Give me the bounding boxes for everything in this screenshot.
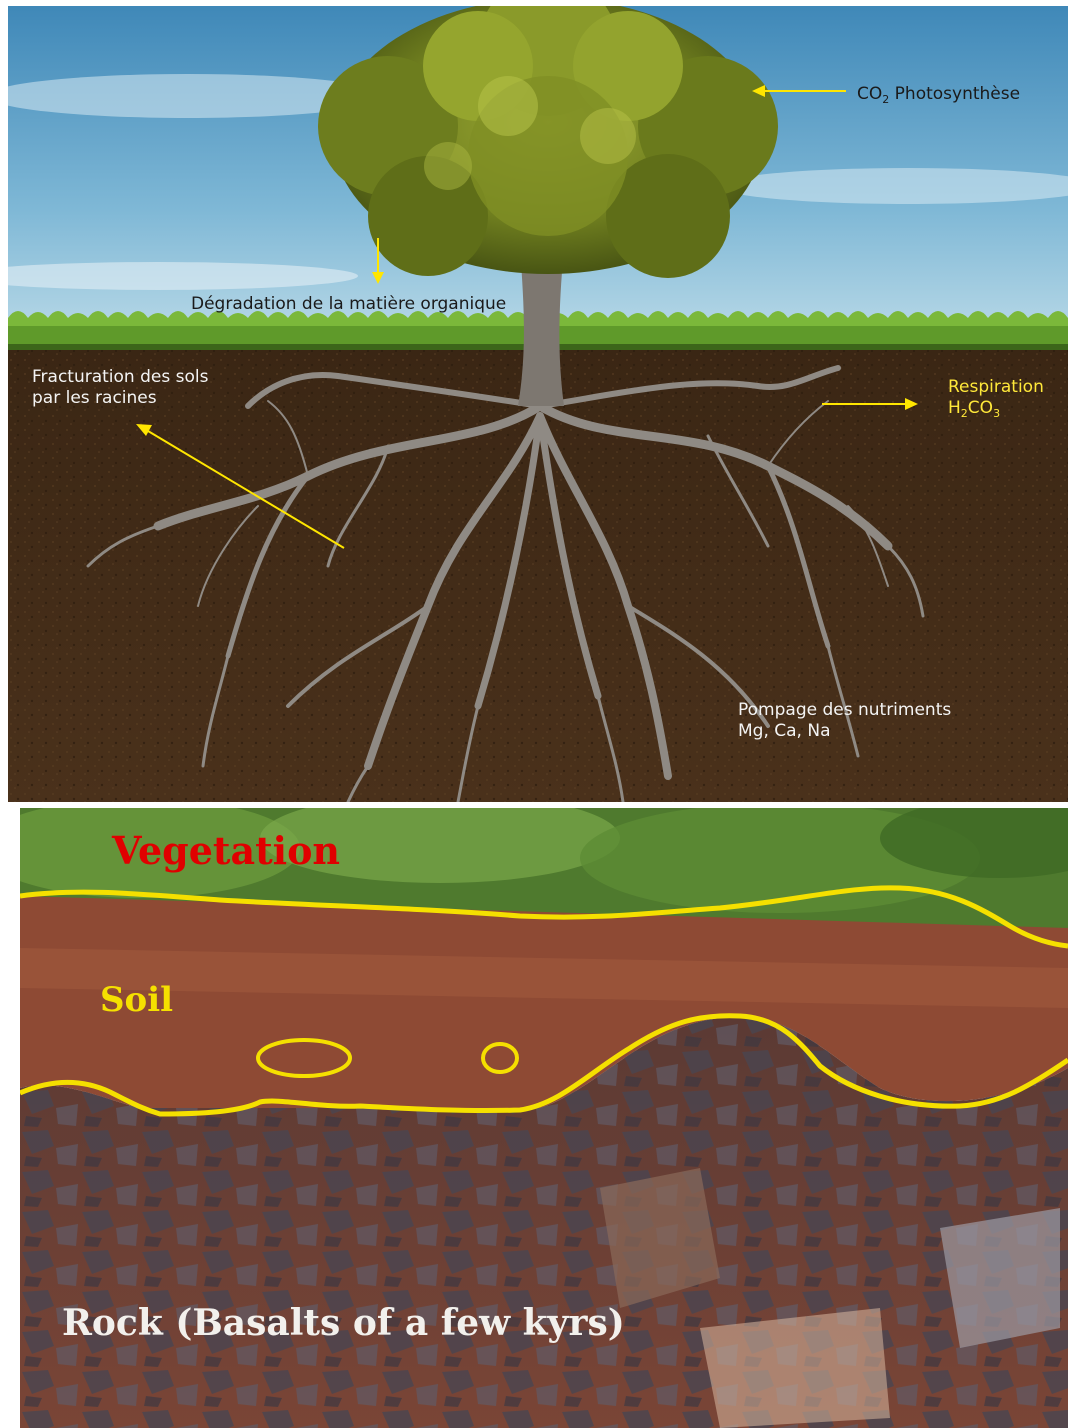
co2-photosynthese-label: CO2 Photosynthèse: [857, 84, 1020, 106]
canopy: [318, 6, 778, 278]
pompage-label: Pompage des nutriments Mg, Ca, Na: [738, 700, 951, 742]
respiration-label: Respiration H2CO3: [948, 377, 1044, 420]
degradation-label: Dégradation de la matière organique: [191, 294, 506, 315]
fracturation-label: Fracturation des sols par les racines: [32, 367, 208, 409]
soil-profile-panel: Vegetation Soil Rock (Basalts of a few k…: [20, 808, 1068, 1428]
tree-diagram-panel: CO2 Photosynthèse Dégradation de la mati…: [8, 6, 1068, 802]
soil-label: Soil: [100, 980, 173, 1020]
vegetation-label: Vegetation: [112, 828, 340, 873]
rock-label: Rock (Basalts of a few kyrs): [62, 1302, 625, 1344]
